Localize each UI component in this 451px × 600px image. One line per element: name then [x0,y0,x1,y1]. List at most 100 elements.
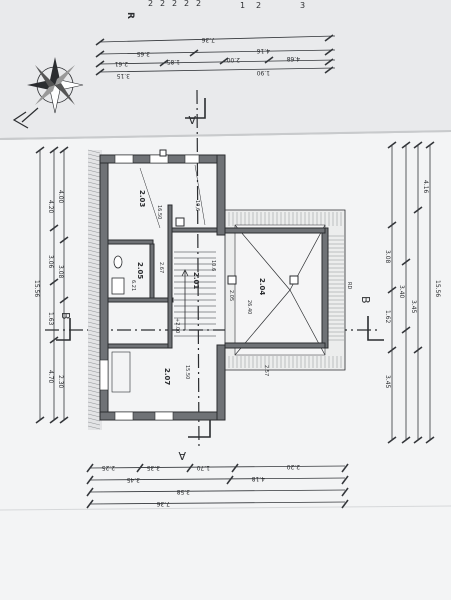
dimension-tick [86,463,94,473]
roof-hatch [87,229,101,234]
dimension-tick [341,463,349,473]
dim-label: 4.70 [47,370,54,384]
level-note: 2.05 [228,290,234,301]
roof-hatch [87,361,101,366]
dim-label: 3.06 [47,255,54,269]
dimension-tick [425,436,435,444]
room-area: 2.67 [158,262,164,273]
roof-note: RD [346,282,352,289]
dim-label: 2.30 [57,375,64,389]
roof-ridge-area [234,224,326,356]
section-b-left-arrow-icon [56,318,71,341]
top-right-number: 3 [300,1,305,10]
dimension-tick [49,416,59,424]
roof-hatch [87,317,101,322]
corner-digit: 2 [172,0,177,8]
wall-inner [107,343,169,349]
section-b-right-label: B [359,296,372,304]
corner-digit: 2 [184,0,189,8]
roof-hatch [87,241,101,246]
dimension-tick [387,141,397,149]
roof-hatch [87,369,101,374]
roof-hatch [87,345,101,350]
top-right-number: 1 [240,1,245,10]
dimension-tick [401,141,411,149]
roof-hatch [87,165,101,170]
dimension-tick [49,146,59,154]
room-extra: 10,6 [194,200,200,211]
roof-hatch [87,253,101,258]
north-arrow-icon [12,107,39,129]
bottom-dimension-labels: 2.25 3.35 1.70 2.20 3.45 4.18 3.58 7.36 [101,463,300,507]
floor-plan [87,149,346,430]
dimension-tick [49,224,59,232]
roof-hatch [87,397,101,402]
roof-hatch [87,269,101,274]
room-area: 16.50 [156,205,162,219]
roof-hatch [87,265,101,270]
roof-hatch [87,181,101,186]
window [114,154,134,164]
stair-arrow-icon [181,269,189,277]
room-area: 6.21 [130,280,136,291]
dim-label: 4.68 [286,55,300,62]
annotations: +2.00 RD 2.05 2.57 [174,282,352,376]
dim-label: 4.16 [256,47,270,54]
roof-hatch [87,197,101,202]
room-area: 26.40 [246,300,252,314]
roof-hatch [87,337,101,342]
toilet-icon [113,255,123,269]
dim-label: 3.65 [136,50,150,57]
roof-hatch [87,245,101,250]
roof-hatch [87,249,101,254]
stair-note: +2.00 [174,318,180,333]
roof-hatch [87,329,101,334]
roof-hatch [87,157,101,162]
roof-hatch [87,169,101,174]
right-dimension-chains [387,141,435,444]
roof-hatch [87,305,101,310]
dim-label: 3.45 [384,375,391,389]
dimension-tick [49,278,59,286]
wall-inner [107,297,174,303]
dimension-tick [413,206,423,214]
shaft [175,217,185,227]
top-dimension-chains [95,34,336,76]
dimension-tick [59,146,69,154]
dim-label: 1.63 [47,312,54,326]
roof-hatch [87,409,101,414]
room-id: 2.01 [192,272,200,289]
dimension-tick [49,336,59,344]
roof-hatch [87,321,101,326]
section-a-bottom-arrow-icon [188,420,211,438]
roof-hatch [87,417,101,422]
roof-hatch [87,273,101,278]
corner-digit: 2 [196,0,201,8]
dim-label: 3.15 [116,72,130,79]
wall-inner [149,243,155,299]
roof-hatch [87,381,101,386]
dimension-tick [186,463,194,473]
level-note: 2.57 [263,365,269,376]
roof-hatch [87,413,101,418]
dim-label: 2.00 [226,56,240,63]
roof-hatch [87,261,101,266]
dimension-tick [401,258,411,266]
dimension-tick [35,416,45,424]
dimension-tick [401,436,411,444]
wardrobe [111,351,131,393]
roof-hatch [87,193,101,198]
roof-hatch [87,373,101,378]
dimension-tick [231,463,239,473]
roof-hatch [87,225,101,230]
roof-hatch [87,153,101,158]
dimension-tick [413,436,423,444]
dimension-tick [387,346,397,354]
dim-label: 1.70 [196,464,210,471]
dimension-tick [86,475,94,485]
dim-label: 3.40 [398,285,405,299]
top-dimension-labels: 7.36 3.65 4.16 2.61 1.85 2.00 4.68 3.15 … [114,36,300,79]
dimension-tick [341,475,349,485]
